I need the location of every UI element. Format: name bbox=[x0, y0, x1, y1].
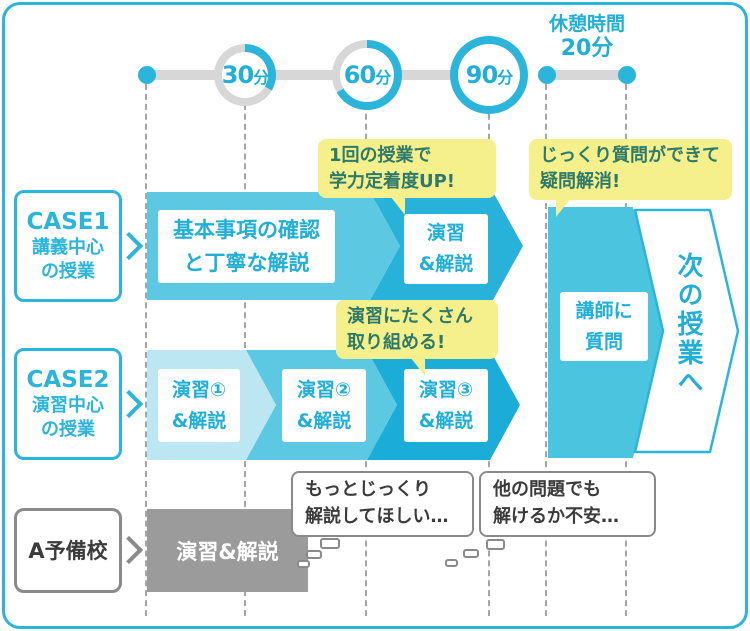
dashed-gridline-break-start bbox=[545, 84, 547, 616]
next-class-label: 次の授業へ bbox=[673, 252, 703, 397]
break-time-label: 休憩時間 20分 bbox=[535, 12, 639, 62]
case2-title: CASE2 bbox=[26, 367, 110, 393]
callout-tail bbox=[390, 196, 405, 215]
timeline-bar bbox=[147, 70, 488, 80]
callout-tail bbox=[410, 357, 425, 376]
break-timeline-bar bbox=[547, 70, 627, 80]
callout-retention-up: 1回の授業で 学力定着度UP! bbox=[318, 139, 496, 215]
thought-puff bbox=[297, 560, 310, 568]
break-time-minutes: 20分 bbox=[560, 36, 614, 61]
next-class-chevron-outline bbox=[633, 208, 740, 454]
callout-question-resolve: じっくり質問ができて 疑問解消! bbox=[529, 139, 732, 217]
case2-exercise1-textbox: 演習① &解説 bbox=[158, 369, 240, 442]
thought-bubble-anxiety: 他の問題でも 解けるか不安… bbox=[479, 471, 656, 537]
timeline-start-dot bbox=[138, 66, 156, 84]
break-start-dot bbox=[538, 66, 556, 84]
marker-60min-label: 60分 bbox=[343, 61, 391, 89]
dashed-gridline-0min bbox=[145, 84, 147, 616]
thought-puff bbox=[463, 549, 479, 558]
prep-school-label-box: A予備校 bbox=[14, 508, 122, 593]
prep-school-block-label: 演習&解説 bbox=[176, 539, 279, 564]
callout-more-practice: 演習にたくさん 取り組める! bbox=[336, 300, 498, 376]
marker-90min-label: 90分 bbox=[465, 61, 513, 89]
break-time-title: 休憩時間 bbox=[548, 13, 625, 35]
marker-30min-label: 30分 bbox=[221, 61, 269, 89]
case1-exercise-textbox: 演習 &解説 bbox=[404, 214, 488, 284]
case1-label-box: CASE1 講義中心 の授業 bbox=[14, 190, 122, 302]
break-end-dot bbox=[618, 66, 636, 84]
timeline-marker-90min: 90分 bbox=[450, 36, 528, 114]
thought-bubble-more-explanation: もっとじっくり 解説してほしい… bbox=[291, 471, 474, 537]
prep-school-block: 演習&解説 bbox=[147, 509, 308, 592]
timeline-marker-60min: 60分 bbox=[332, 40, 402, 110]
case2-label-box: CASE2 演習中心 の授業 bbox=[14, 348, 122, 460]
case1-lecture-textbox: 基本事項の確認 と丁寧な解説 bbox=[158, 210, 335, 283]
thought-puff bbox=[320, 538, 340, 549]
case1-title: CASE1 bbox=[26, 209, 110, 235]
thought-puff bbox=[306, 550, 322, 559]
callout-tail bbox=[556, 198, 571, 217]
case2-exercise2-textbox: 演習② &解説 bbox=[282, 369, 366, 442]
prep-school-title: A予備校 bbox=[28, 538, 108, 563]
thought-puff bbox=[445, 559, 458, 567]
case2-exercise3-textbox: 演習③ &解説 bbox=[404, 369, 488, 442]
ask-instructor-textbox: 講師に 質問 bbox=[560, 292, 648, 361]
timeline-marker-30min: 30分 bbox=[214, 44, 276, 106]
thought-puff bbox=[486, 539, 505, 550]
